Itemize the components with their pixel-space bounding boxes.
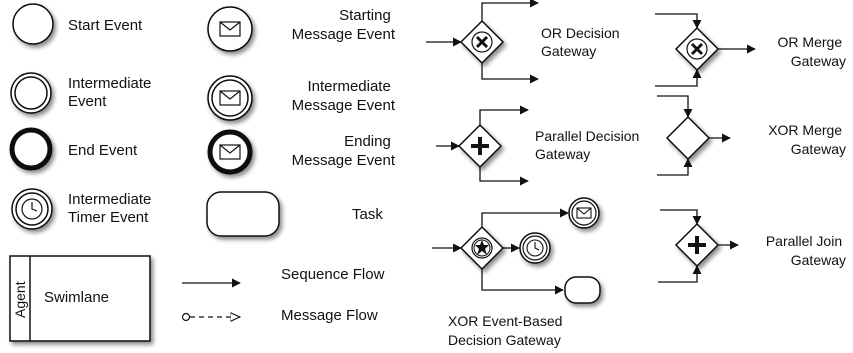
xor-merge-gateway-flows — [657, 95, 731, 176]
or-decision-gateway-flows — [426, 0, 539, 84]
envelope-icon — [219, 90, 241, 106]
task-symbol — [206, 191, 280, 237]
task-label: Task — [352, 206, 383, 223]
envelope-icon — [219, 21, 241, 37]
plus-marker-icon — [471, 137, 489, 155]
pentagon-star-icon — [471, 237, 493, 259]
xor-merge-gateway-symbol — [665, 115, 711, 161]
swimlane-role-label: Agent — [12, 281, 28, 318]
clock-icon — [526, 239, 544, 257]
parallel-join-gateway-flows — [658, 209, 739, 283]
xor-merge-gateway-label: XOR Merge Gateway — [768, 122, 846, 157]
end-event-label: End Event — [68, 142, 138, 159]
intermediate-message-event-label: Intermediate Message Event — [292, 78, 396, 114]
start-event-symbol — [12, 3, 54, 45]
or-merge-gateway-flows — [655, 13, 756, 87]
or-merge-gateway-label: OR Merge Gateway — [778, 34, 846, 69]
parallel-decision-gateway-label: Parallel Decision Gateway — [535, 128, 643, 162]
swimlane-symbol — [9, 255, 151, 342]
envelope-icon — [219, 144, 241, 160]
intermediate-event-label: Intermediate Event — [68, 75, 156, 110]
x-marker-icon — [471, 31, 493, 53]
parallel-decision-gateway-flows — [436, 105, 529, 186]
task-target — [564, 276, 601, 304]
envelope-icon — [576, 207, 592, 219]
intermediate-timer-event-label: Intermediate Timer Event — [68, 191, 156, 226]
or-decision-gateway-label: OR Decision Gateway — [541, 25, 623, 59]
clock-icon — [21, 198, 43, 220]
ending-message-event-label: Ending Message Event — [292, 133, 396, 169]
xor-event-based-gateway-flows — [432, 208, 569, 295]
x-marker-icon — [686, 38, 708, 60]
parallel-join-gateway-label: Parallel Join Gateway — [766, 233, 846, 268]
intermediate-event-symbol — [10, 72, 52, 114]
plus-marker-icon — [688, 236, 706, 254]
sequence-flow-label: Sequence Flow — [281, 266, 385, 283]
end-event-symbol — [9, 127, 53, 171]
starting-message-event-label: Starting Message Event — [292, 7, 396, 43]
message-flow-label: Message Flow — [281, 307, 378, 324]
xor-event-based-gateway-label: XOR Event-Based Decision Gateway — [448, 313, 566, 348]
message-flow-symbol — [181, 314, 241, 321]
swimlane-label: Swimlane — [44, 289, 109, 306]
start-event-label: Start Event — [68, 17, 143, 34]
